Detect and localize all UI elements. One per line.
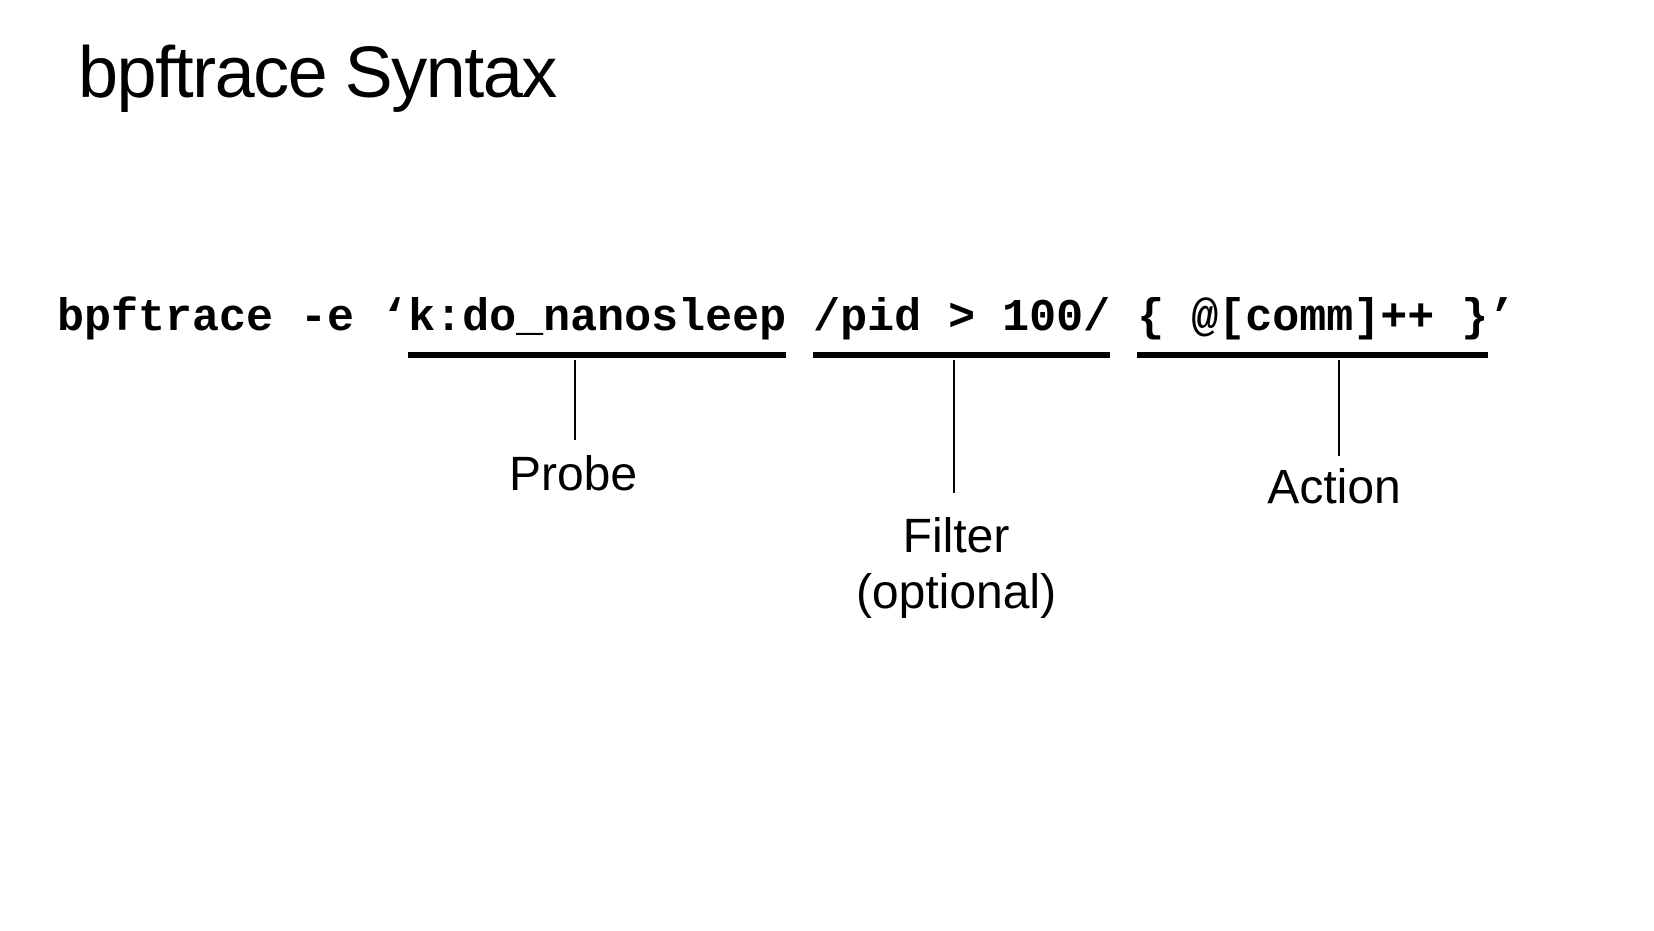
command-action-segment: { @[comm]++ }: [1137, 293, 1489, 358]
filter-label-text: Filter: [902, 510, 1010, 563]
slide-title: bpftrace Syntax: [78, 33, 557, 113]
action-connector-line: [1338, 360, 1340, 456]
filter-label: Filter (optional): [856, 509, 1056, 621]
probe-label: Probe: [508, 448, 638, 501]
probe-connector-line: [574, 360, 576, 440]
command-suffix: ’: [1488, 293, 1516, 344]
command-separator-filter-action: [1110, 293, 1137, 344]
command-separator-probe-filter: [786, 293, 813, 344]
filter-connector-line: [953, 360, 955, 493]
bpftrace-command-line: bpftrace -e ‘k:do_nanosleep /pid > 100/ …: [57, 293, 1516, 358]
action-label: Action: [1267, 461, 1401, 514]
filter-sublabel-text: (optional): [855, 566, 1057, 619]
command-prefix: bpftrace -e ‘: [57, 293, 409, 344]
command-filter-segment: /pid > 100/: [813, 293, 1111, 358]
command-probe-segment: k:do_nanosleep: [408, 293, 787, 358]
